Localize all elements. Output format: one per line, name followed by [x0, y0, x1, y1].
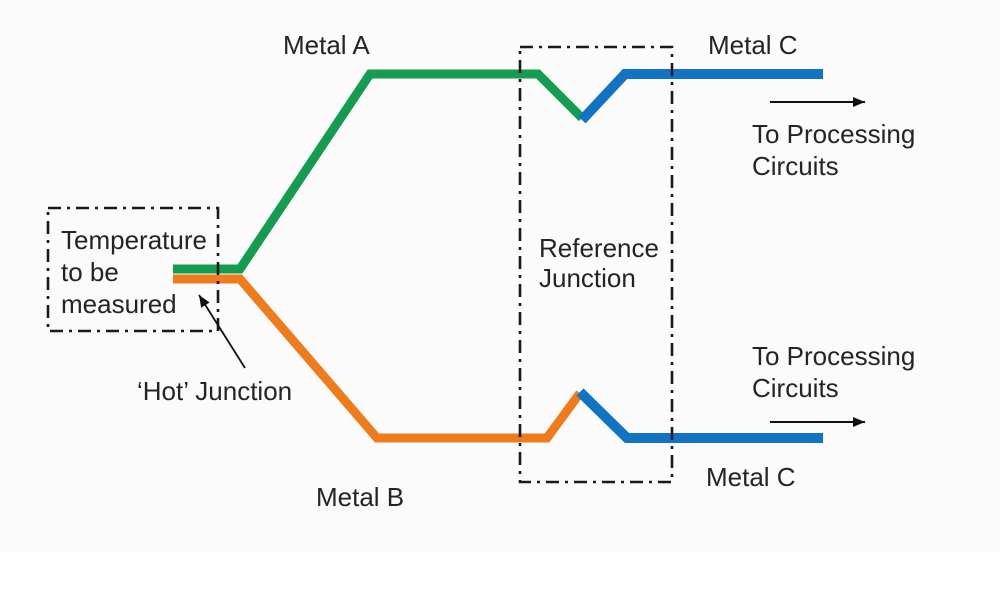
metal-c-top-label: Metal C — [708, 30, 798, 60]
to-processing-top-line2: Circuits — [752, 151, 839, 181]
to-processing-bottom-line1: To Processing — [752, 341, 916, 371]
metal-c-bottom-wire — [576, 388, 823, 443]
to-processing-bottom-line2: Circuits — [752, 373, 839, 403]
temperature-measured-line2: to be — [61, 257, 119, 287]
to-processing-bottom-label: To Processing Circuits — [752, 340, 915, 404]
reference-junction-line1: Reference — [539, 233, 659, 263]
metal-b-label: Metal B — [316, 482, 405, 512]
to-processing-top-line1: To Processing — [752, 119, 916, 149]
temperature-measured-line3: measured — [61, 289, 177, 319]
hot-junction-label: ‘Hot’ Junction — [137, 376, 293, 406]
metal-a-label: Metal A — [283, 30, 370, 60]
temperature-measured-line1: Temperature — [61, 225, 207, 255]
measured-zone-box — [46, 206, 220, 333]
reference-junction-box — [518, 45, 674, 484]
metal-c-bottom-label: Metal C — [706, 462, 796, 492]
diagram-background — [0, 0, 1000, 552]
metal-b-wire — [173, 274, 584, 443]
to-processing-top-label: To Processing Circuits — [752, 118, 915, 182]
hot-junction-pointer-arrow — [198, 294, 246, 369]
reference-junction-line2: Junction — [539, 263, 636, 293]
metal-c-top-wire — [578, 69, 823, 124]
temperature-measured-label: Temperature to be measured — [61, 224, 207, 320]
reference-junction-label: Reference Junction — [539, 233, 659, 293]
